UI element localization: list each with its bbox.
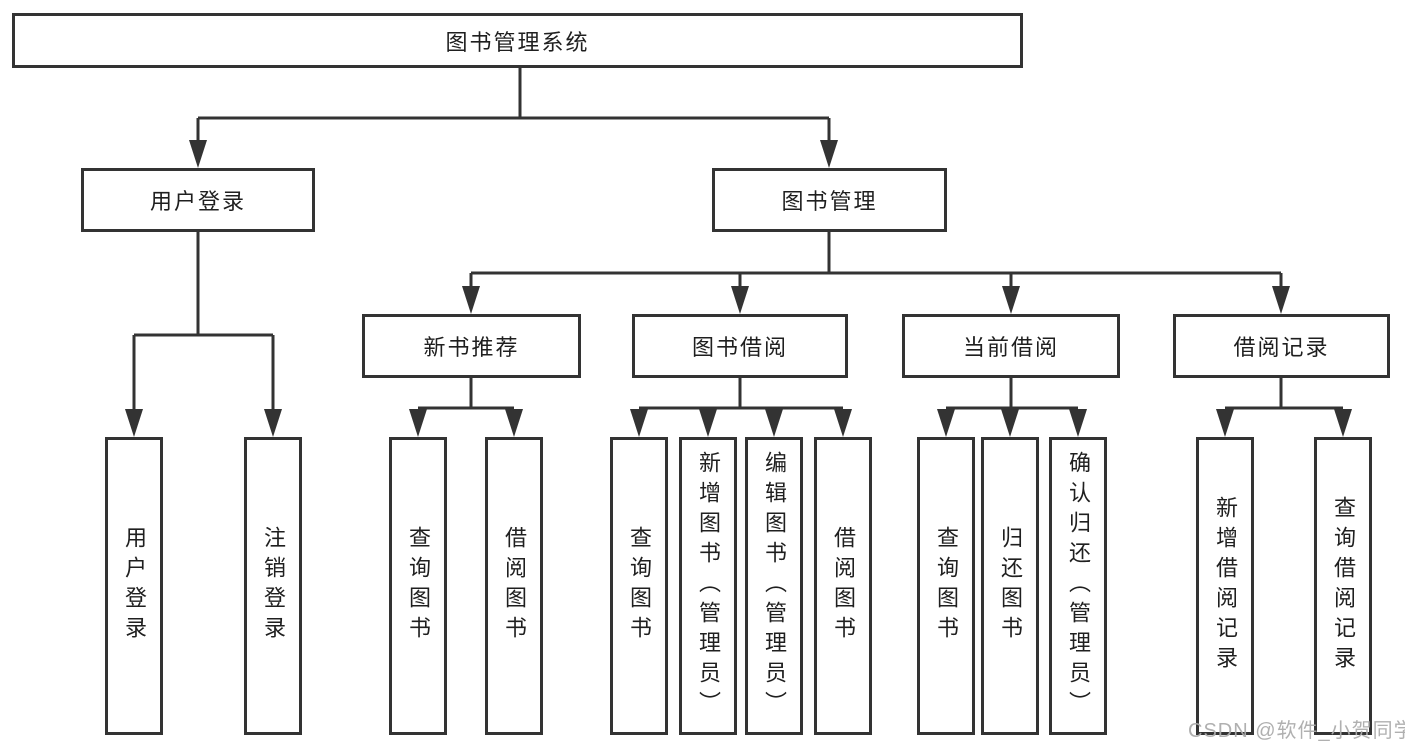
- leaf-add-borrow-record: 新增借阅记录: [1196, 437, 1254, 735]
- leaf-label: 编辑图书（管理员）: [762, 451, 787, 721]
- node-user-login: 用户登录: [81, 168, 315, 232]
- node-label: 当前借阅: [962, 335, 1059, 360]
- node-label: 用户登录: [149, 189, 246, 214]
- leaf-confirm-return-admin: 确认归还（管理员）: [1049, 437, 1107, 735]
- leaf-query-book-current: 查询图书: [917, 437, 975, 735]
- node-label: 新书推荐: [423, 335, 520, 360]
- leaf-add-book-admin: 新增图书（管理员）: [679, 437, 737, 735]
- node-label: 图书借阅: [691, 335, 788, 360]
- csdn-watermark: CSDN @软件_小贺同学: [1188, 720, 1405, 742]
- leaf-label: 确认归还（管理员）: [1066, 451, 1091, 721]
- leaf-query-book-borrow: 查询图书: [610, 437, 668, 735]
- node-book-borrow: 图书借阅: [632, 314, 848, 378]
- leaf-label: 归还图书: [998, 526, 1023, 646]
- leaf-label: 新增借阅记录: [1213, 496, 1238, 676]
- leaf-label: 查询借阅记录: [1331, 496, 1356, 676]
- node-borrow-records: 借阅记录: [1173, 314, 1390, 378]
- leaf-label: 用户登录: [122, 526, 147, 646]
- node-label: 图书管理: [781, 189, 878, 214]
- leaf-query-book-recommend: 查询图书: [389, 437, 447, 735]
- node-new-book-recommend: 新书推荐: [362, 314, 581, 378]
- leaf-label: 查询图书: [406, 526, 431, 646]
- node-current-borrow: 当前借阅: [902, 314, 1120, 378]
- leaf-borrow-book: 借阅图书: [814, 437, 872, 735]
- leaf-edit-book-admin: 编辑图书（管理员）: [745, 437, 803, 735]
- leaf-label: 注销登录: [261, 526, 286, 646]
- leaf-label: 借阅图书: [831, 526, 856, 646]
- node-label: 借阅记录: [1233, 335, 1330, 360]
- node-library-management-system: 图书管理系统: [12, 13, 1023, 68]
- leaf-label: 查询图书: [934, 526, 959, 646]
- node-book-management: 图书管理: [712, 168, 947, 232]
- leaf-logout: 注销登录: [244, 437, 302, 735]
- leaf-return-book: 归还图书: [981, 437, 1039, 735]
- leaf-label: 查询图书: [627, 526, 652, 646]
- leaf-query-borrow-record: 查询借阅记录: [1314, 437, 1372, 735]
- node-label: 图书管理系统: [445, 29, 590, 55]
- leaf-borrow-book-recommend: 借阅图书: [485, 437, 543, 735]
- leaf-label: 新增图书（管理员）: [696, 451, 721, 721]
- leaf-label: 借阅图书: [502, 526, 527, 646]
- leaf-user-login: 用户登录: [105, 437, 163, 735]
